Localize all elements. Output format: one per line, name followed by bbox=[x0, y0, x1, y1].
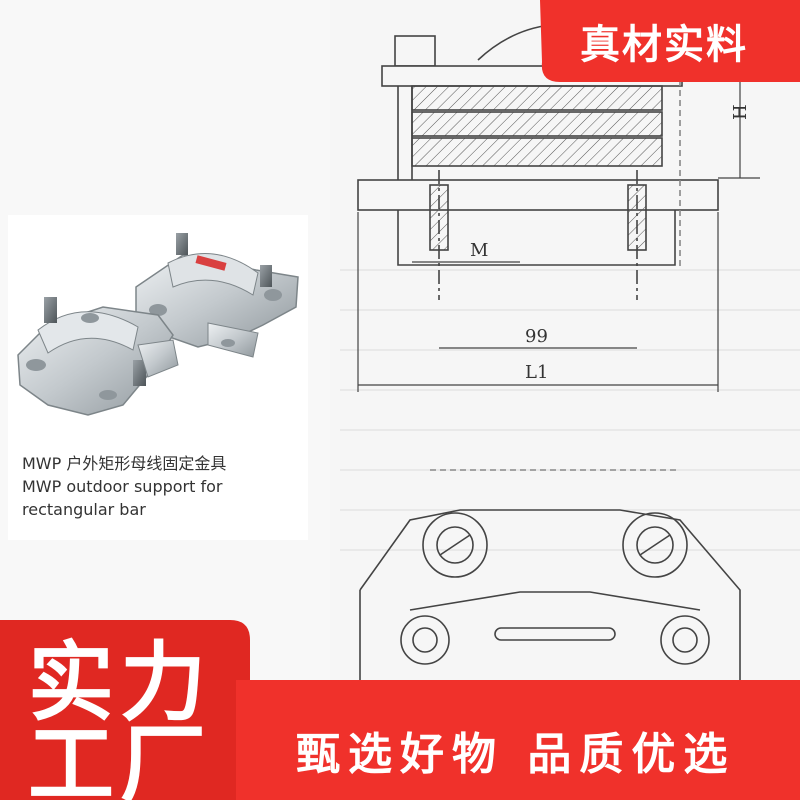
caption-line-english-2: rectangular bar bbox=[22, 500, 146, 519]
top-badge-text: 真材实料 bbox=[580, 22, 748, 68]
banner-left-line-1: 实力 bbox=[28, 633, 212, 733]
product-caption: MWP 户外矩形母线固定金具 MWP outdoor support for r… bbox=[22, 452, 312, 521]
elevation-view bbox=[357, 0, 719, 300]
label-m: M bbox=[470, 240, 488, 261]
banner-left-line-2: 工厂 bbox=[28, 715, 212, 800]
technical-drawing: H M 99 L1 bbox=[340, 0, 800, 700]
top-badge bbox=[540, 0, 800, 82]
fitting-photo bbox=[17, 233, 299, 416]
fitting-front bbox=[17, 297, 179, 416]
product-photo-card bbox=[8, 215, 308, 540]
background-table-grid bbox=[340, 269, 800, 551]
label-h: H bbox=[730, 104, 751, 120]
banner-slogan: 甄选好物 品质优选 bbox=[296, 729, 736, 780]
dimension-l1 bbox=[357, 212, 719, 392]
label-99: 99 bbox=[525, 326, 548, 347]
fitting-back bbox=[135, 233, 299, 358]
caption-line-chinese: MWP 户外矩形母线固定金具 bbox=[22, 454, 227, 473]
bottom-banner bbox=[0, 620, 800, 800]
caption-line-english-1: MWP outdoor support for bbox=[22, 477, 223, 496]
label-l1: L1 bbox=[525, 362, 548, 383]
